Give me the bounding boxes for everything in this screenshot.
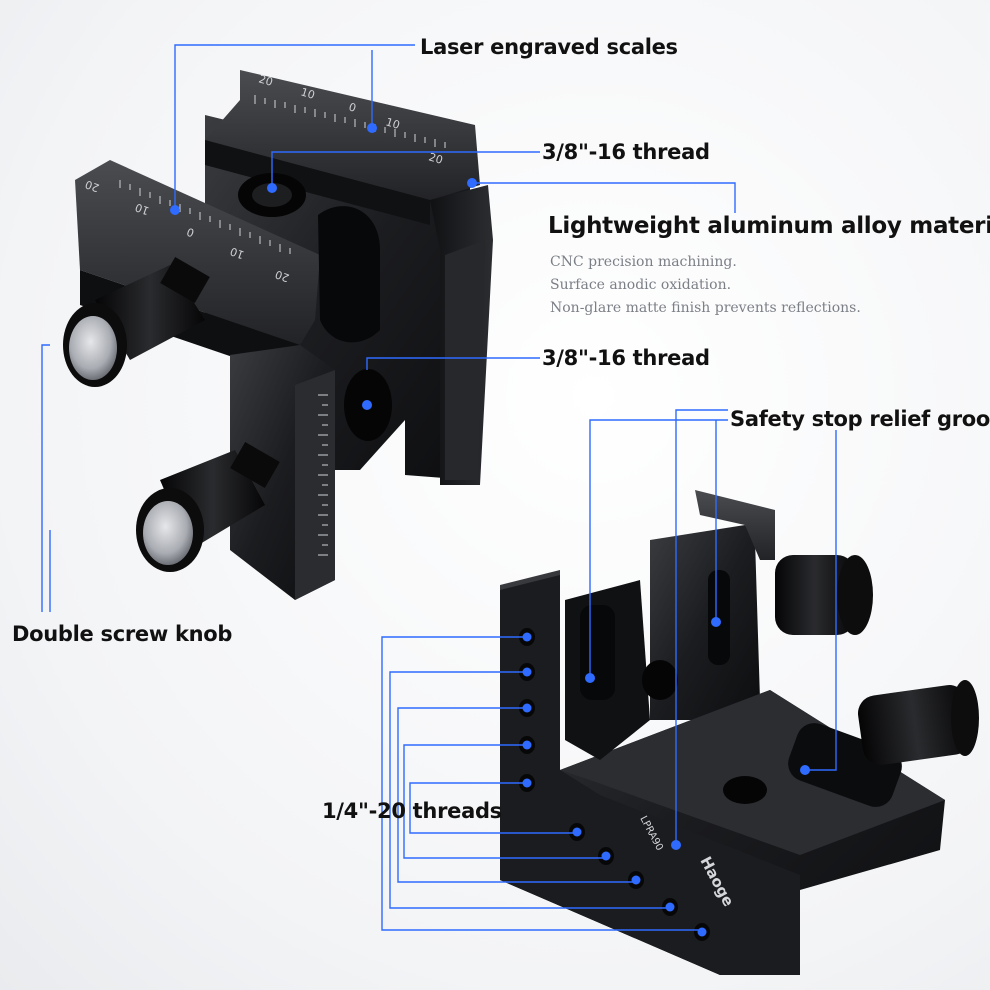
- svg-text:0: 0: [185, 225, 196, 240]
- clamp-top-view: 20 10 0 10 20 20 10 0: [63, 70, 493, 600]
- svg-text:20: 20: [83, 177, 101, 194]
- bracket-knob-lower: [857, 680, 979, 765]
- bracket-thread-hole-upright: [642, 660, 678, 700]
- label-thread-mid: 3/8"-16 thread: [542, 346, 710, 370]
- scale-ticks-front: [119, 180, 291, 254]
- bracket-upright: [650, 525, 760, 720]
- label-laser-engraved-scales: Laser engraved scales: [420, 35, 678, 59]
- clamp-front-plate: [75, 160, 320, 345]
- svg-text:10: 10: [228, 244, 246, 261]
- svg-text:10: 10: [384, 115, 401, 132]
- svg-text:20: 20: [273, 267, 291, 284]
- svg-text:20: 20: [257, 72, 274, 89]
- svg-text:10: 10: [299, 85, 316, 102]
- scale-ticks-vertical: [318, 394, 328, 556]
- callout-dots: [170, 123, 810, 937]
- svg-text:0: 0: [347, 100, 357, 114]
- label-thread-top: 3/8"-16 thread: [542, 140, 710, 164]
- l-bracket-front-view: LPRA90 Haoge: [500, 490, 979, 975]
- knob-cap-upper: [69, 316, 117, 380]
- label-material-title: Lightweight aluminum alloy material: [548, 213, 990, 239]
- label-safety-stop-grooves: Safety stop relief grooves: [730, 407, 990, 431]
- screw-knob-lower: [136, 442, 280, 572]
- bracket-left-face: [500, 575, 800, 975]
- screw-knob-upper: [63, 257, 210, 387]
- material-line-matte: Non-glare matte finish prevents reflecti…: [550, 300, 861, 316]
- scale-numbers-front: 20 10 0 10 20: [83, 177, 291, 284]
- callout-lines: [41, 44, 837, 931]
- label-double-screw-knob: Double screw knob: [12, 622, 233, 646]
- material-line-cnc: CNC precision machining.: [550, 254, 737, 270]
- material-line-anodic: Surface anodic oxidation.: [550, 277, 732, 293]
- scale-numbers-top: 20 10 0 10 20: [257, 72, 444, 167]
- label-quarter-20-threads: 1/4"-20 threads: [322, 799, 502, 823]
- bracket-thread-hole-base: [723, 776, 767, 804]
- bracket-knob-upper: [775, 555, 873, 635]
- clamp-top-rail: [205, 70, 480, 200]
- svg-text:10: 10: [133, 200, 151, 217]
- svg-text:20: 20: [427, 150, 444, 167]
- knob-cap-lower: [143, 501, 193, 565]
